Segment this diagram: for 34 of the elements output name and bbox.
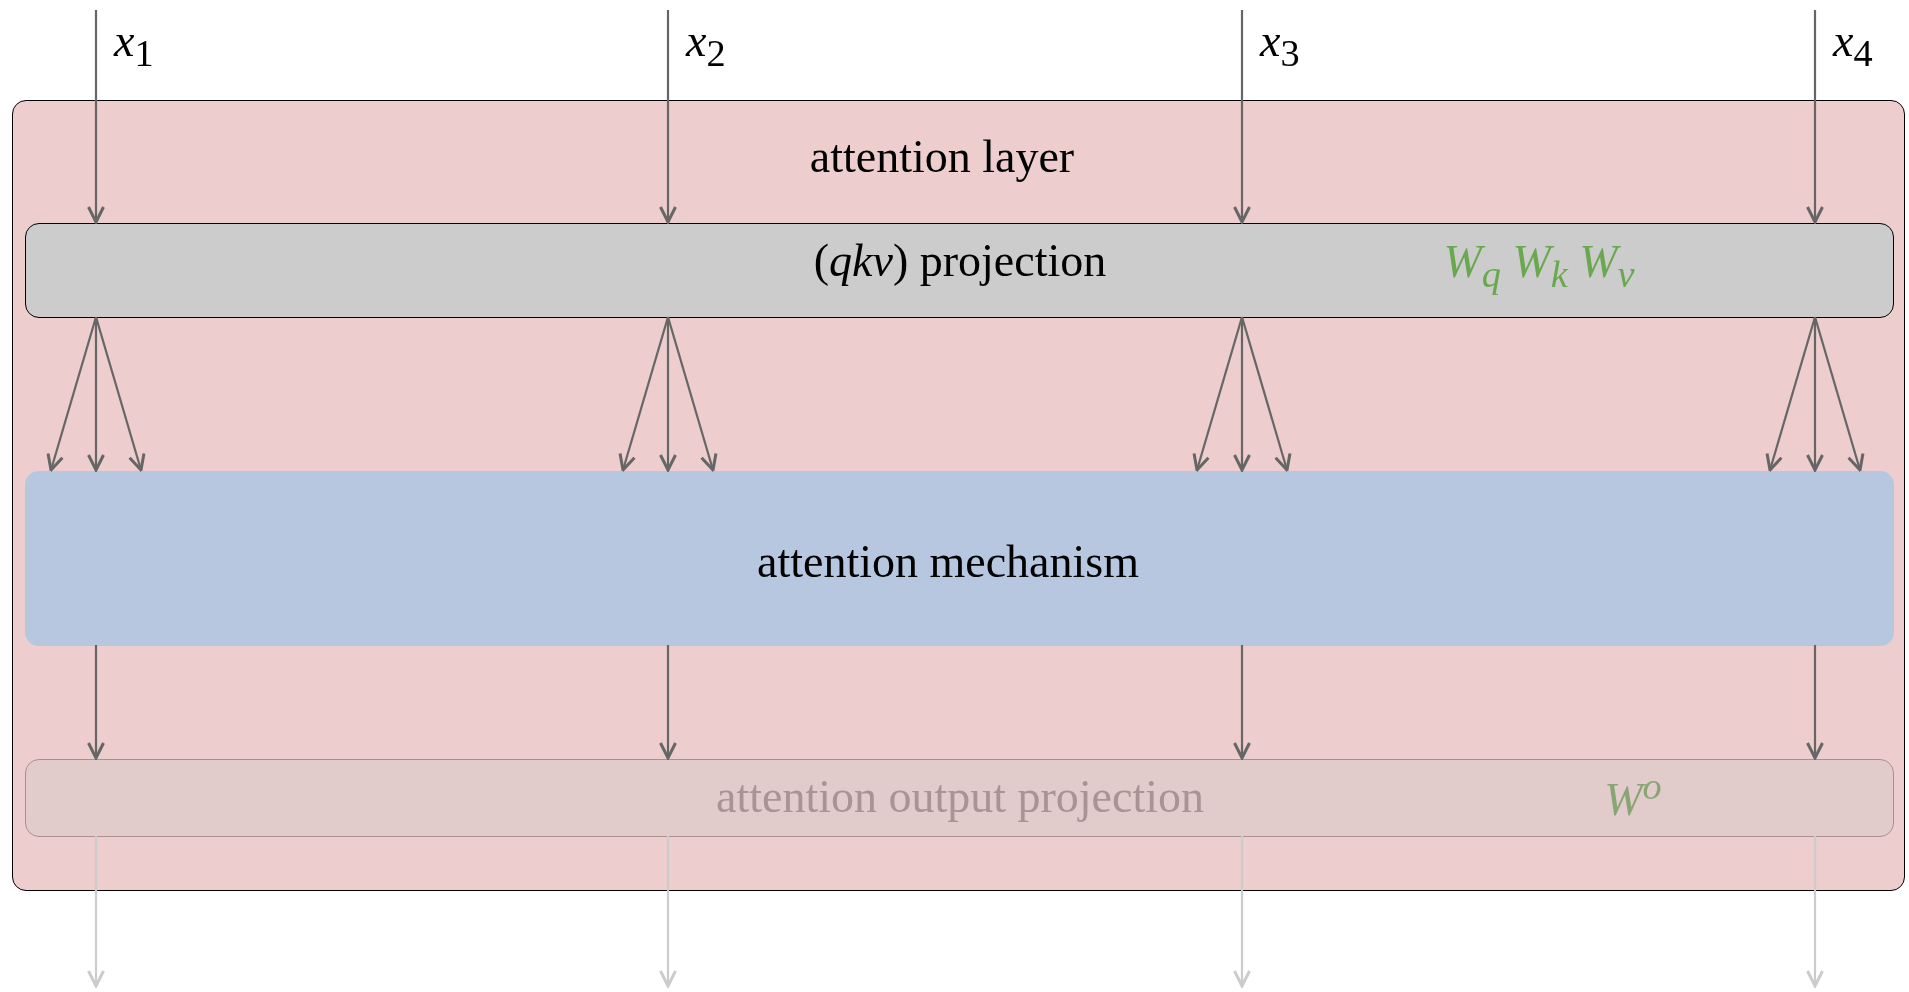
arrow	[87, 645, 105, 760]
arrow	[1233, 645, 1251, 760]
arrow	[1765, 316, 1817, 472]
box-label: attention output projection	[716, 771, 1204, 823]
arrow	[659, 317, 677, 472]
weight-label: W$^{o}$	[1604, 764, 1662, 826]
arrow	[1233, 317, 1251, 472]
weight-label: W$_{q}$ W$_{k}$ W$_{v}$	[1443, 236, 1635, 296]
arrow	[1233, 10, 1251, 224]
arrow	[666, 316, 718, 472]
arrow	[659, 645, 677, 760]
box-label: attention mechanism	[757, 536, 1139, 588]
layer-panel	[12, 100, 1905, 891]
arrow	[1806, 645, 1824, 760]
arrow	[87, 10, 105, 224]
arrow	[618, 316, 670, 472]
arrow	[94, 316, 146, 472]
process-box	[25, 223, 1894, 318]
arrow	[1813, 316, 1865, 472]
arrow	[1806, 10, 1824, 224]
arrow	[1240, 316, 1292, 472]
panel-title: attention layer	[809, 131, 1075, 183]
arrow	[659, 10, 677, 224]
process-box	[25, 471, 1894, 646]
process-box	[25, 759, 1894, 837]
arrow	[46, 316, 98, 472]
arrow	[1233, 836, 1251, 988]
arrow	[87, 317, 105, 472]
arrow	[87, 836, 105, 988]
arrow	[659, 836, 677, 988]
arrow	[1806, 836, 1824, 988]
arrow	[1806, 317, 1824, 472]
arrow	[1192, 316, 1244, 472]
box-label: (qkv) projection	[813, 235, 1107, 287]
